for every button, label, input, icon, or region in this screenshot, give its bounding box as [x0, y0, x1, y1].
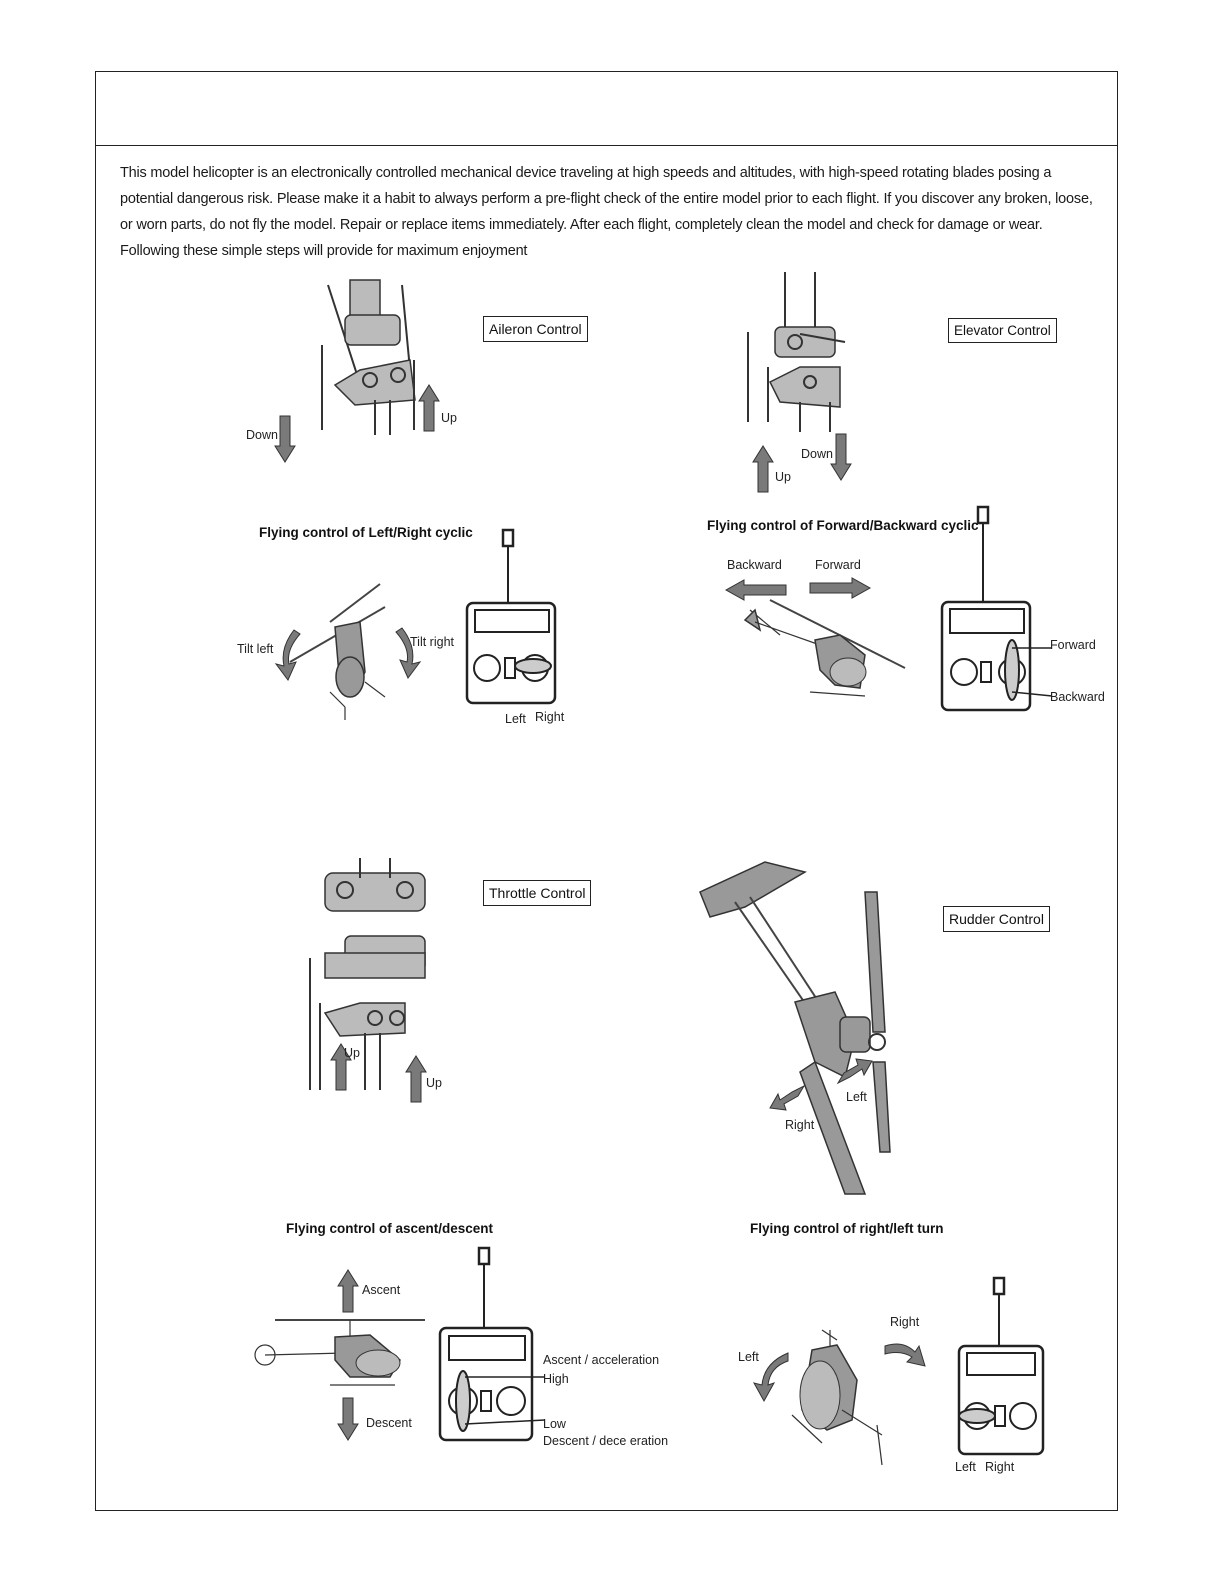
rudder-right-arrow	[769, 1084, 806, 1111]
throttle-up-label-left: Up	[344, 1046, 360, 1060]
elevator-forward-leader	[1012, 647, 1052, 649]
forward-arrow	[809, 577, 872, 599]
header-band	[95, 71, 1118, 146]
elevator-down-arrow	[830, 433, 852, 481]
aileron-up-label: Up	[441, 411, 457, 425]
elevator-up-label: Up	[775, 470, 791, 484]
aileron-transmitter	[465, 528, 557, 705]
aileron-caption: Flying control of Left/Right cyclic	[259, 525, 473, 540]
elevator-stick-forward-label: Forward	[1050, 638, 1096, 652]
descent-label: Descent	[366, 1416, 412, 1430]
elevator-transmitter	[940, 505, 1032, 712]
throttle-control-label: Throttle Control	[483, 880, 592, 906]
throttle-caption: Flying control of ascent/descent	[286, 1221, 494, 1236]
throttle-mechanism-illustration	[309, 858, 426, 1090]
ascent-acceleration-label: Ascent / acceleration	[543, 1353, 660, 1367]
elevator-backward-leader	[1011, 691, 1053, 697]
elevator-caption: Flying control of Forward/Backward cycli…	[707, 518, 979, 533]
low-label: Low	[543, 1417, 566, 1431]
turn-left-label: Left	[738, 1350, 759, 1364]
throttle-up-arrow-right	[405, 1055, 427, 1103]
rudder-tail-illustration	[699, 861, 891, 1195]
aileron-stick-left-label: Left	[505, 712, 526, 726]
aileron-stick-right-label: Right	[535, 710, 565, 724]
aileron-mechanism-illustration	[321, 279, 416, 435]
rudder-transmitter	[957, 1276, 1045, 1456]
tilt-left-label: Tilt left	[237, 642, 274, 656]
rudder-caption: Flying control of right/left turn	[750, 1221, 944, 1236]
tilt-left-arrow	[274, 629, 301, 681]
turn-left-arrow	[753, 1352, 789, 1403]
throttle-low-leader	[464, 1419, 546, 1425]
descent-deceleration-label: Descent / dece eration	[543, 1434, 669, 1448]
throttle-helicopter-illustration	[254, 1319, 425, 1386]
backward-label: Backward	[727, 558, 782, 572]
turn-right-label: Right	[890, 1315, 920, 1329]
throttle-transmitter	[438, 1246, 534, 1442]
rudder-helicopter-illustration	[791, 1329, 883, 1466]
tilt-right-arrow	[395, 627, 422, 679]
tilt-right-label: Tilt right	[410, 635, 454, 649]
rudder-stick-left-label: Left	[955, 1460, 976, 1474]
rudder-left-arrow	[836, 1058, 873, 1085]
elevator-control-label: Elevator Control	[948, 318, 1057, 343]
elevator-mechanism-illustration	[747, 272, 846, 432]
aileron-down-arrow	[274, 415, 296, 463]
forward-label: Forward	[815, 558, 861, 572]
ascent-label: Ascent	[362, 1283, 401, 1297]
throttle-up-label-right: Up	[426, 1076, 442, 1090]
elevator-stick-backward-label: Backward	[1050, 690, 1105, 704]
high-label: High	[543, 1372, 569, 1386]
intro-paragraph: This model helicopter is an electronical…	[120, 165, 1093, 259]
rudder-right-label: Right	[785, 1118, 815, 1132]
descent-arrow	[337, 1397, 359, 1441]
aileron-down-label: Down	[246, 428, 278, 442]
ascent-arrow	[337, 1269, 359, 1313]
backward-arrow	[724, 579, 787, 601]
aileron-helicopter-illustration	[289, 583, 386, 720]
rudder-control-label: Rudder Control	[943, 906, 1050, 932]
throttle-high-leader	[465, 1376, 545, 1378]
aileron-control-label: Aileron Control	[483, 316, 588, 342]
rudder-left-label: Left	[846, 1090, 867, 1104]
aileron-up-arrow	[418, 384, 440, 432]
elevator-helicopter-illustration	[743, 599, 906, 697]
elevator-down-label: Down	[801, 447, 833, 461]
rudder-stick-right-label: Right	[985, 1460, 1015, 1474]
page-frame	[95, 71, 1118, 1511]
elevator-up-arrow	[752, 445, 774, 493]
throttle-up-arrow-left	[330, 1043, 352, 1091]
turn-right-arrow	[884, 1343, 926, 1367]
